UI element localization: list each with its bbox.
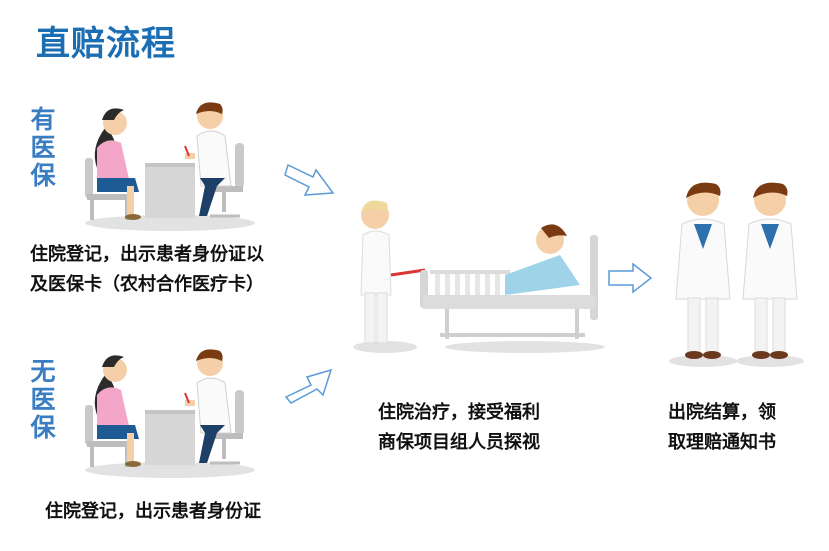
discharge-caption: 出院结算，领 取理赔通知书 xyxy=(668,398,776,458)
with-insurance-label: 有医保 xyxy=(30,105,56,190)
doctor-illustration xyxy=(735,178,805,368)
caption-line: 取理赔通知书 xyxy=(668,432,776,453)
caption-line: 住院登记，出示患者身份证 xyxy=(45,501,261,522)
doctor-illustration xyxy=(668,178,738,368)
with-insurance-caption: 住院登记，出示患者身份证以 及医保卡（农村合作医疗卡） xyxy=(30,240,264,300)
registration-consult-illustration xyxy=(75,345,255,480)
caption-line: 商保项目组人员探视 xyxy=(378,432,540,453)
registration-consult-illustration xyxy=(75,98,255,233)
arrow-right-icon xyxy=(608,262,653,294)
caption-line: 出院结算，领 xyxy=(668,402,776,423)
treatment-caption: 住院治疗，接受福利 商保项目组人员探视 xyxy=(378,398,540,458)
hospital-bed-illustration xyxy=(353,200,605,353)
page-title: 直赔流程 xyxy=(36,24,176,64)
without-insurance-caption: 住院登记，出示患者身份证 xyxy=(45,497,261,527)
caption-line: 住院登记，出示患者身份证以 xyxy=(30,244,264,265)
caption-line: 及医保卡（农村合作医疗卡） xyxy=(30,274,264,295)
caption-line: 住院治疗，接受福利 xyxy=(378,402,540,423)
arrow-up-right-icon xyxy=(284,368,333,404)
without-insurance-label: 无医保 xyxy=(30,357,56,442)
arrow-down-right-icon xyxy=(284,163,335,196)
